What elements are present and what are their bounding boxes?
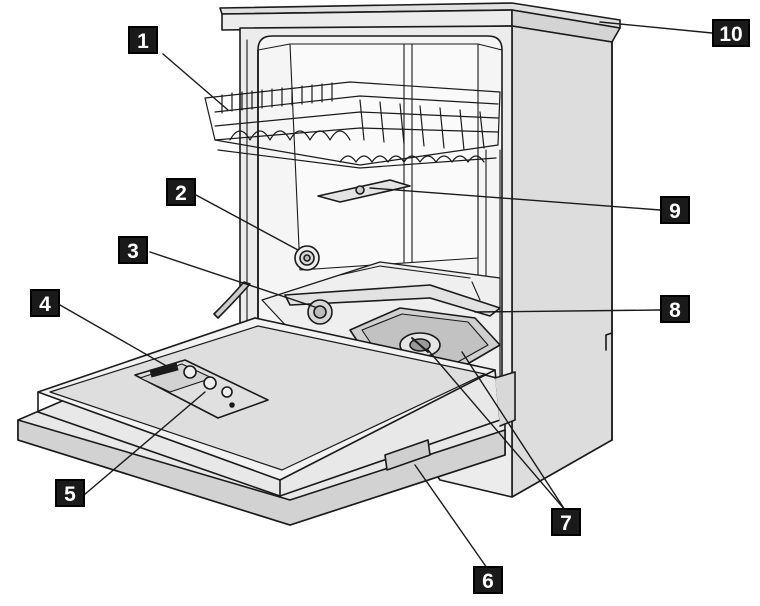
leader-10 [599,21,713,34]
callout-6: 6 [473,566,503,594]
leader-lines [59,21,713,569]
leader-4 [59,304,171,369]
leader-7a [427,349,566,511]
upper-basket [204,81,501,169]
callout-1: 1 [128,26,158,54]
leader-8 [474,309,661,313]
upper-spray-arm [317,179,411,203]
leader-5 [83,391,206,496]
callout-7: 7 [551,508,581,536]
cabinet-side [511,25,613,498]
leader-9 [369,187,661,211]
leader-6 [414,464,488,569]
callout-8: 8 [660,295,690,323]
callout-10: 10 [712,19,750,47]
callout-5: 5 [55,479,85,507]
detergent-dispenser [134,359,269,419]
door-hinge [213,281,251,319]
callout-3: 3 [118,236,148,264]
rinse-aid-nozzle [294,245,320,271]
worktop [219,2,621,43]
leader-2 [195,194,299,251]
basket-tines [221,82,485,163]
leader-7b [461,351,566,511]
callout-4: 4 [30,289,60,317]
leader-3 [149,251,316,308]
callout-9: 9 [660,196,690,224]
rating-plate [384,439,431,471]
callout-2: 2 [166,178,196,206]
leader-1 [162,53,229,111]
